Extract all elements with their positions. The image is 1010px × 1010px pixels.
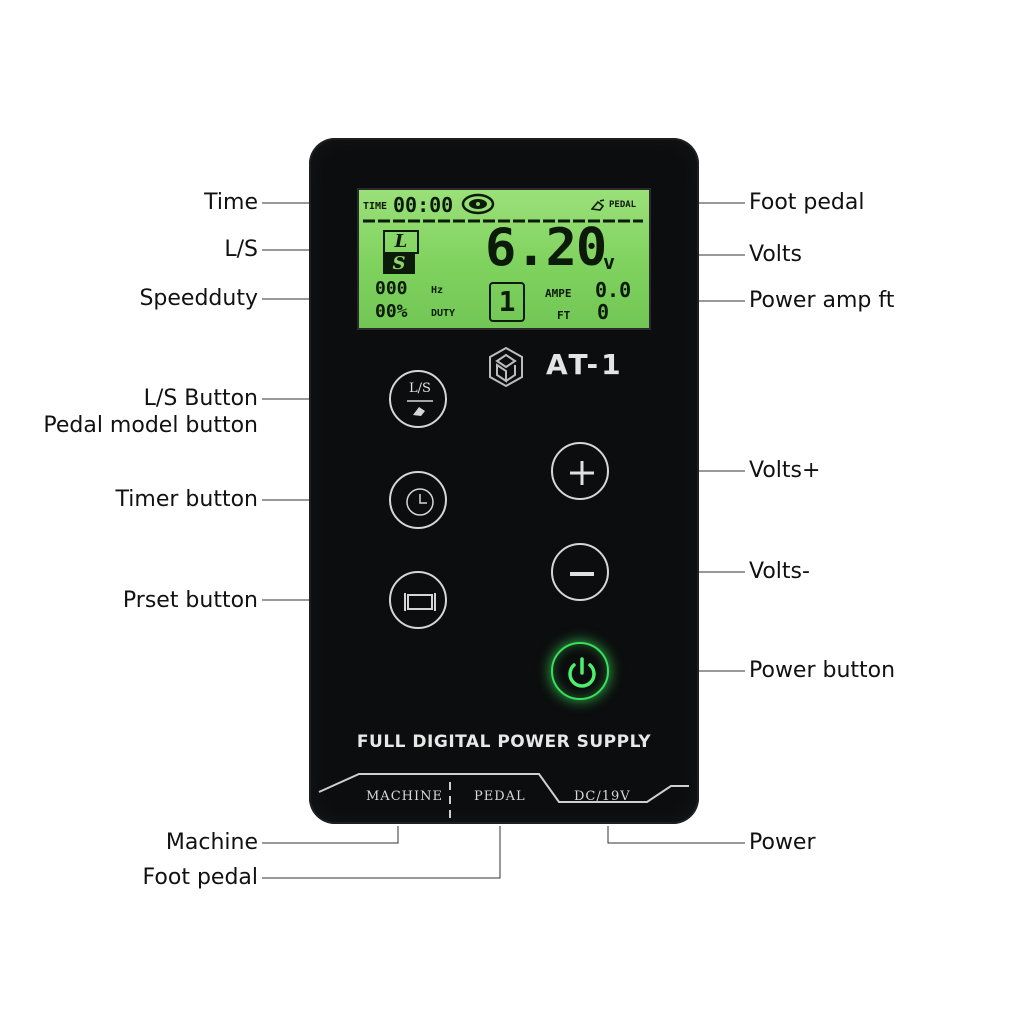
callout-preset-button: Prset button: [122, 588, 258, 613]
preset-icon: [404, 593, 436, 611]
callout-timer-button: Timer button: [115, 487, 258, 512]
port-dc-label: DC/19V: [574, 789, 631, 804]
mode-toggle-icon: [407, 400, 433, 416]
preset-number: 1: [489, 282, 525, 322]
callout-power-button: Power button: [749, 658, 896, 683]
brand-logo-icon: [489, 346, 523, 388]
callout-volts-plus: Volts+: [749, 458, 821, 483]
callout-power: Power: [749, 830, 816, 855]
callout-power-amp-ft: Power amp ft: [749, 288, 895, 313]
power-icon: [568, 657, 596, 688]
callout-ls: L/S: [224, 237, 258, 262]
callout-speedduty: Speedduty: [139, 286, 258, 311]
power-button[interactable]: [551, 642, 609, 700]
preset-button[interactable]: [389, 571, 447, 629]
model-name: AT-1: [546, 348, 624, 381]
ampe-value: 0.0: [595, 278, 632, 302]
clock-icon: [406, 488, 434, 516]
callout-volts-minus: Volts-: [749, 559, 810, 584]
display-separator: [363, 219, 643, 223]
timer-button[interactable]: [389, 471, 447, 529]
power-supply-device: TIME 00:00 PEDAL L S 6.20 v 000 Hz 00% D…: [309, 138, 699, 824]
ampe-label: AMPE: [545, 287, 572, 300]
lcd-display: TIME 00:00 PEDAL L S 6.20 v 000 Hz 00% D…: [357, 188, 651, 330]
callout-pedal-model-button: Pedal model button: [43, 413, 258, 438]
voltage-unit: v: [603, 250, 616, 274]
volts-minus-button[interactable]: [551, 543, 609, 601]
mode-s-indicator: S: [383, 254, 415, 274]
pedal-label: PEDAL: [609, 200, 637, 210]
voltage-value: 6.20: [485, 218, 607, 278]
callout-ls-button: L/S Button: [143, 386, 258, 411]
callout-volts: Volts: [749, 242, 803, 267]
speed-value: 000: [375, 278, 408, 299]
ft-value: 0: [597, 300, 610, 324]
callout-foot-pedal: Foot pedal: [749, 190, 865, 215]
fan-icon: [461, 193, 495, 215]
speed-unit: Hz: [431, 285, 444, 296]
time-value: 00:00: [393, 193, 454, 217]
ls-button-label: L/S: [409, 381, 431, 396]
ls-pedal-mode-button[interactable]: L/S: [389, 370, 447, 428]
plus-icon: [570, 461, 594, 485]
callout-machine: Machine: [165, 830, 258, 855]
port-pedal-label: PEDAL: [474, 789, 526, 804]
ft-label: FT: [557, 309, 571, 322]
pedal-icon: [591, 199, 605, 211]
device-tagline: FULL DIGITAL POWER SUPPLY: [356, 732, 652, 752]
callout-time: Time: [204, 190, 258, 215]
duty-value: 00%: [375, 301, 408, 322]
port-machine-label: MACHINE: [366, 789, 443, 804]
mode-l-indicator: L: [383, 230, 419, 254]
callout-foot-pedal-port: Foot pedal: [142, 865, 258, 890]
port-panel: [318, 773, 689, 818]
duty-label: DUTY: [431, 308, 456, 319]
volts-plus-button[interactable]: [551, 442, 609, 500]
minus-icon: [570, 572, 594, 576]
time-label: TIME: [363, 201, 388, 212]
